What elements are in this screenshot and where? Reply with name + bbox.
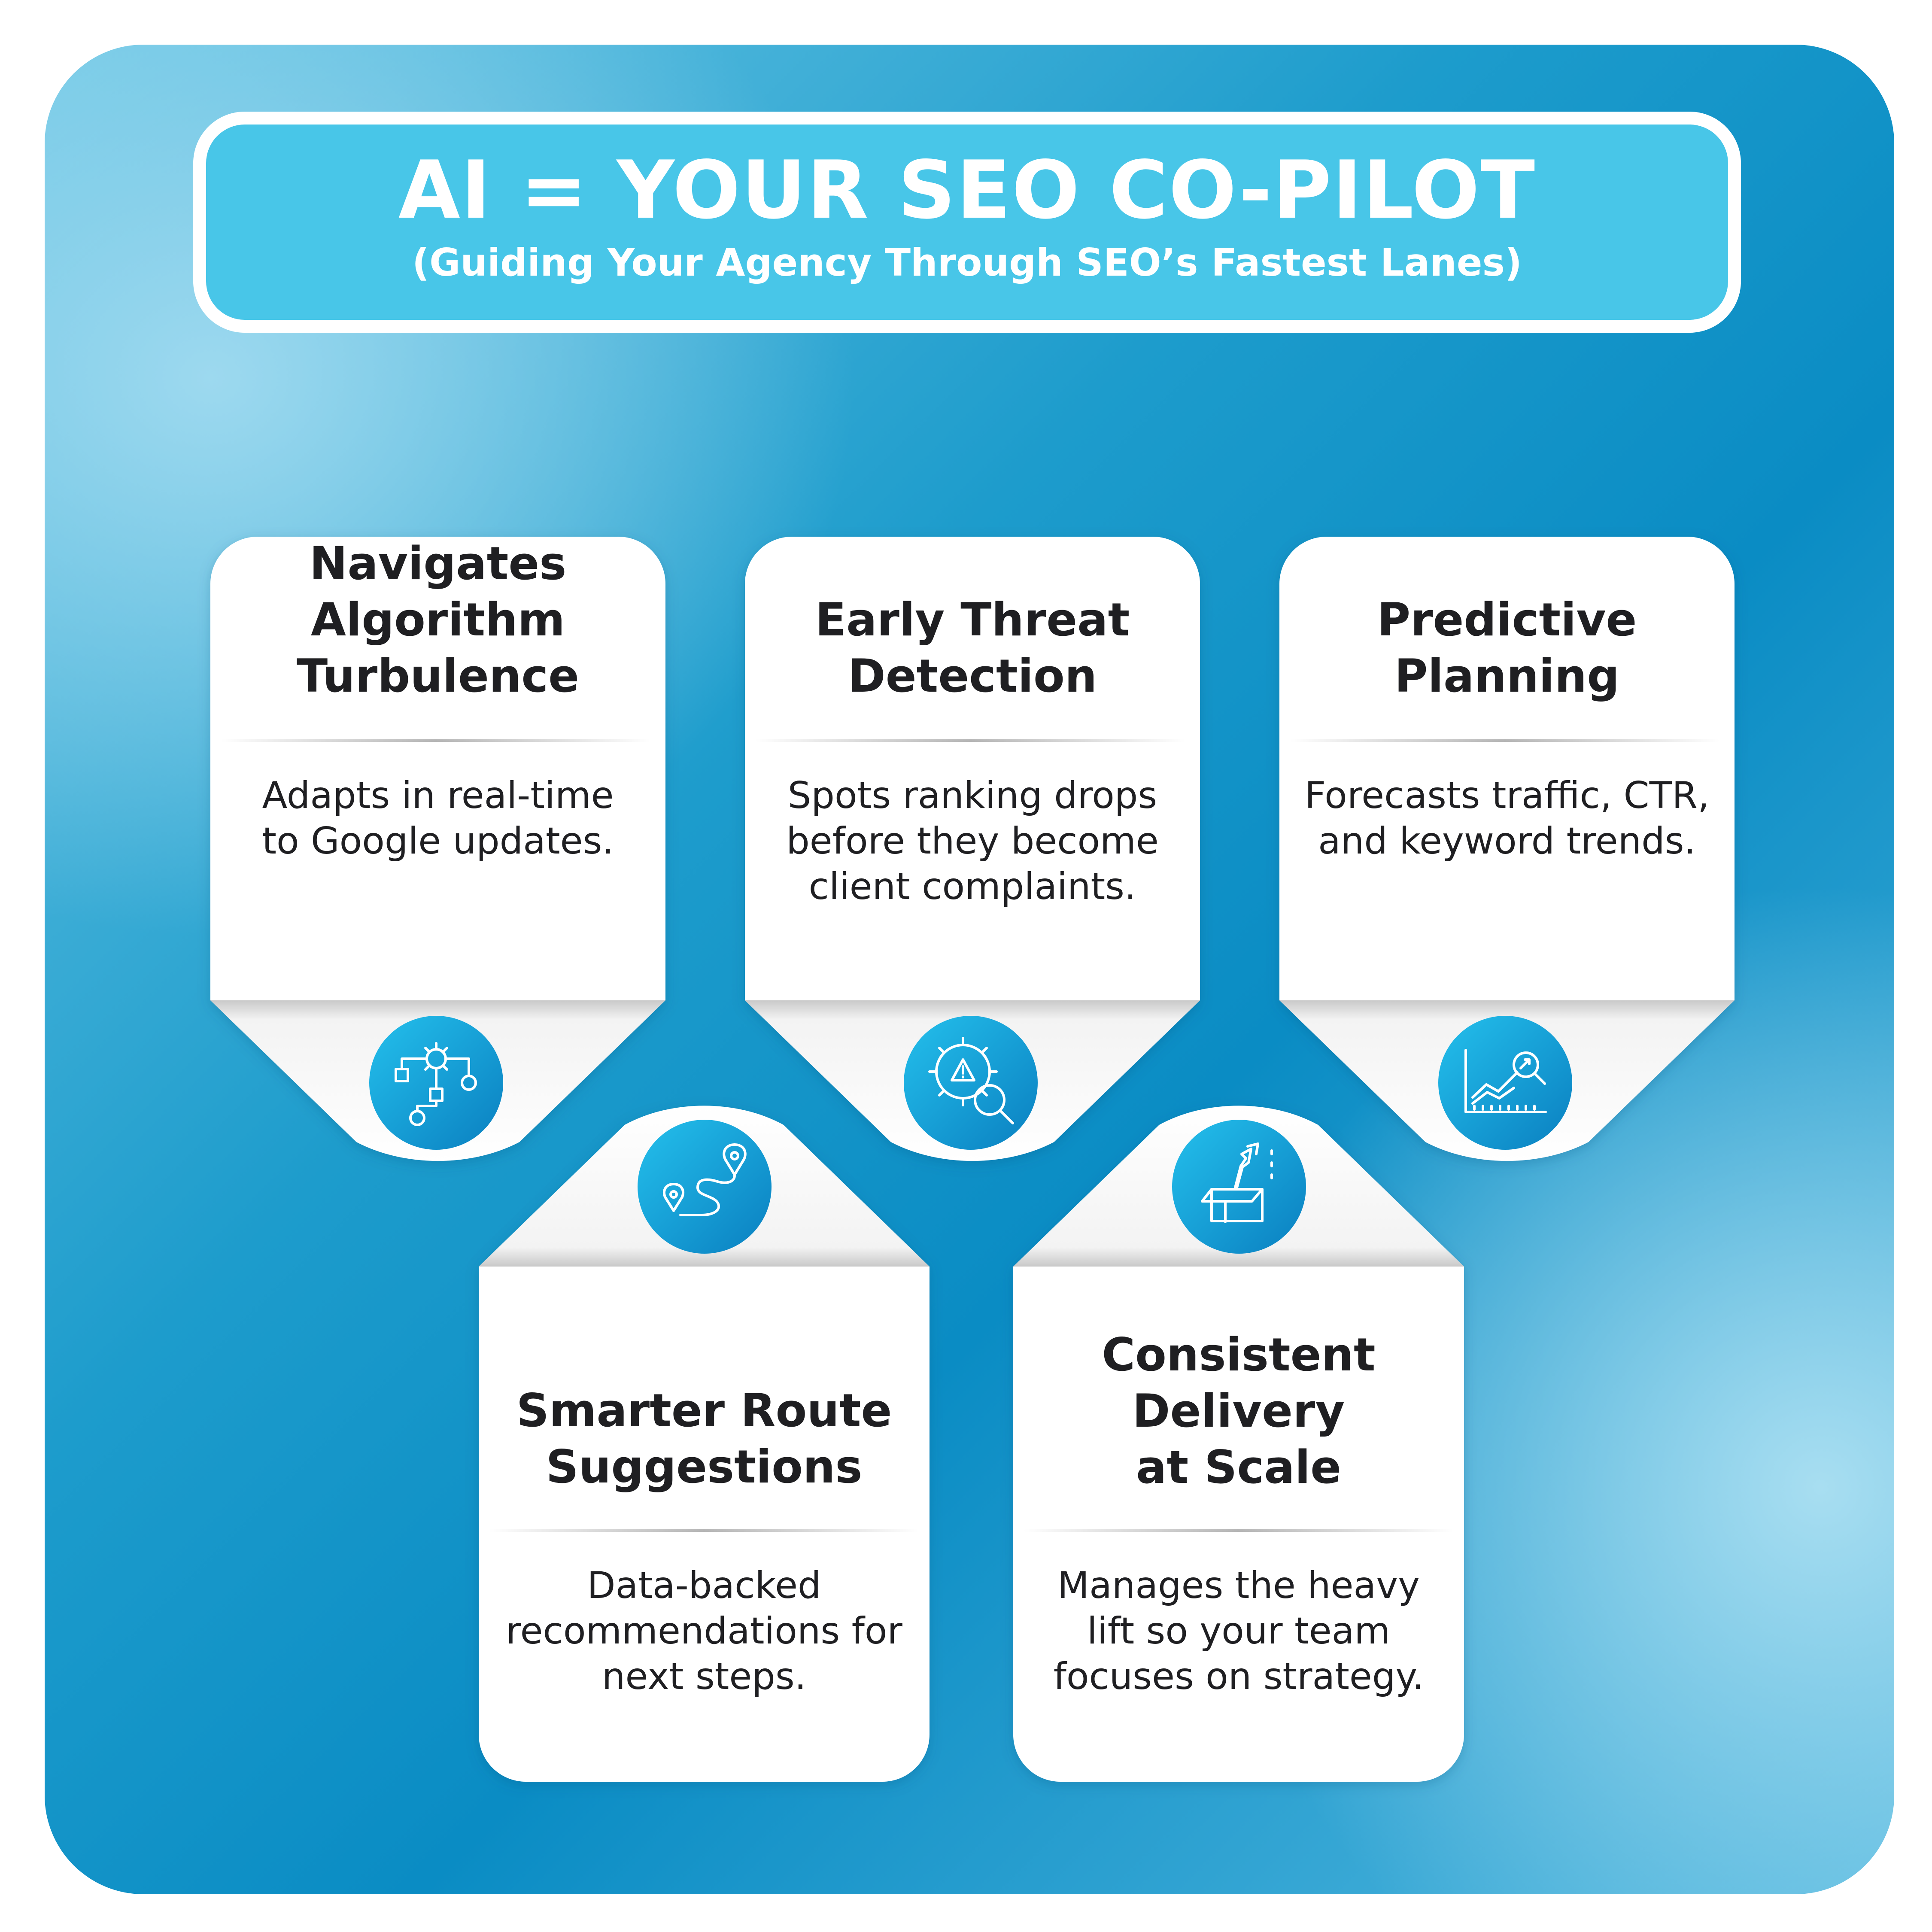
card-2-description: Spots ranking drops before they become c… — [786, 774, 1159, 908]
trend-chart-magnifier-icon — [1438, 1016, 1572, 1150]
title-banner: AI = YOUR SEO CO-PILOT (Guiding Your Age… — [193, 112, 1741, 333]
card-3-title: Predictive Planning — [1377, 593, 1637, 702]
card-3-description: Forecasts traffic, CTR, and keyword tren… — [1304, 774, 1710, 863]
box-growth-arrow-icon — [1172, 1120, 1306, 1254]
card-1-divider — [221, 739, 650, 742]
card-5-description: Manages the heavy lift so your team focu… — [1053, 1564, 1424, 1698]
card-4-description: Data-backed recommendations for next ste… — [506, 1564, 902, 1698]
card-3-divider — [1290, 739, 1719, 742]
card-5-divider — [1024, 1529, 1453, 1532]
gear-flowchart-icon — [369, 1016, 503, 1150]
page-subtitle: (Guiding Your Agency Through SEO’s Faste… — [412, 240, 1522, 285]
gear-warning-magnifier-icon — [904, 1016, 1038, 1150]
card-4-title: Smarter Route Suggestions — [516, 1384, 892, 1493]
card-1-description: Adapts in real-time to Google updates. — [262, 774, 614, 863]
card-2-divider — [756, 739, 1185, 742]
card-4-divider — [489, 1529, 919, 1532]
card-1-title: Navigates Algorithm Turbulence — [296, 537, 580, 702]
route-pins-icon — [638, 1120, 772, 1254]
page-title: AI = YOUR SEO CO-PILOT — [398, 143, 1536, 237]
card-2-title: Early Threat Detection — [815, 593, 1130, 702]
card-5-title: Consistent Delivery at Scale — [1102, 1328, 1376, 1494]
